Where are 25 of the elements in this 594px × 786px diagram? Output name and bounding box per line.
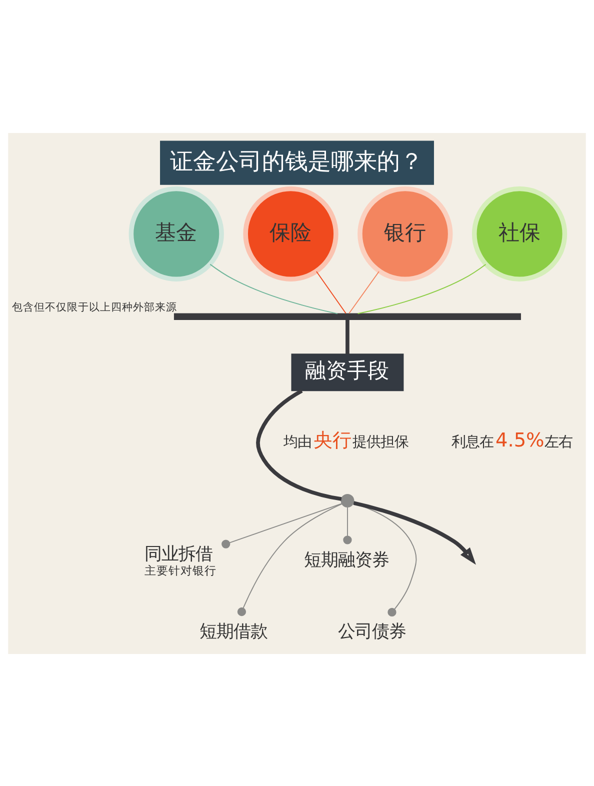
diagram-title: 证金公司的钱是哪来的？ bbox=[170, 148, 424, 174]
node-circle bbox=[340, 493, 354, 507]
connector bbox=[348, 270, 380, 314]
arrow bbox=[353, 500, 476, 564]
connector bbox=[346, 319, 350, 354]
node-text: 短期融资券 bbox=[304, 550, 390, 570]
node-label: 包含但不仅限于以上四种外部来源 bbox=[12, 301, 177, 314]
label: 利息在4.5%左右 bbox=[451, 428, 573, 451]
connector bbox=[343, 506, 352, 544]
node-circle: 社保 bbox=[472, 186, 568, 282]
node-circle: 基金 bbox=[128, 186, 224, 282]
node-circle: 保险 bbox=[243, 186, 338, 282]
node-box: 融资手段 bbox=[291, 353, 404, 391]
connector bbox=[256, 388, 342, 500]
node-text: 同业拆借 主要针对银行 bbox=[144, 544, 217, 577]
connector bbox=[357, 263, 486, 314]
node-text: 公司债券 bbox=[338, 622, 406, 642]
node-bar bbox=[174, 312, 521, 320]
label: 均由央行提供担保 bbox=[284, 428, 409, 451]
connector bbox=[222, 502, 342, 548]
connector bbox=[316, 270, 346, 314]
connector bbox=[237, 503, 342, 616]
node-text: 短期借款 bbox=[199, 622, 268, 642]
node-circle: 银行 bbox=[358, 186, 453, 282]
connector bbox=[210, 263, 338, 314]
